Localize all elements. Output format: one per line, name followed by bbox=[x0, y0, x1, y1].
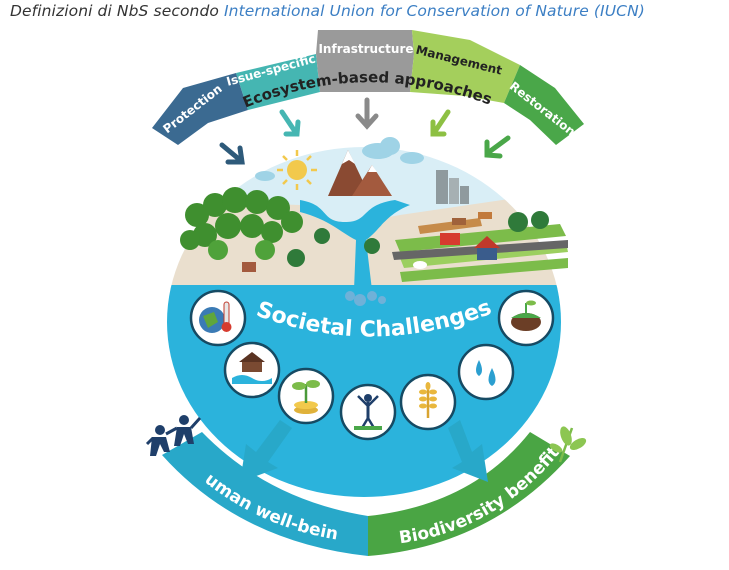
deer-icon bbox=[242, 262, 256, 272]
cow-icon bbox=[452, 218, 466, 225]
arc-infrastructure[interactable] bbox=[316, 30, 414, 92]
arrow-protection-icon bbox=[219, 142, 245, 165]
arrow-restoration-icon bbox=[484, 135, 511, 159]
buildings-icon bbox=[436, 170, 469, 204]
wheat-icon[interactable] bbox=[399, 373, 457, 431]
arc-human-well-being[interactable] bbox=[162, 432, 368, 556]
arrow-to-biodiversity-icon bbox=[448, 420, 488, 482]
caption-prefix: Definizioni di NbS secondo bbox=[10, 2, 225, 20]
cloud-icon bbox=[255, 137, 424, 181]
arrow-to-human-icon bbox=[240, 420, 292, 482]
tractor-icon bbox=[440, 233, 460, 245]
arrow-management-icon bbox=[430, 109, 451, 137]
coral-icon bbox=[345, 291, 386, 306]
caption: Definizioni di NbS secondo International… bbox=[10, 2, 645, 20]
arc-management[interactable] bbox=[410, 30, 520, 103]
arrow-issue-icon bbox=[279, 109, 301, 137]
soil-plant-icon[interactable] bbox=[497, 289, 555, 347]
river bbox=[300, 200, 410, 290]
barn-icon bbox=[474, 236, 500, 260]
leaf-icon bbox=[549, 426, 587, 463]
arc-biodiversity-benefits[interactable] bbox=[368, 432, 570, 556]
iucn-link[interactable]: International Union for Conservation of … bbox=[224, 2, 645, 20]
mangrove-trees bbox=[287, 211, 549, 267]
sheep-icon bbox=[413, 261, 427, 269]
arc-issue-specific[interactable] bbox=[236, 54, 320, 110]
flood-house-icon[interactable] bbox=[223, 341, 281, 399]
outcome-arrows bbox=[240, 420, 488, 482]
challenge-icons bbox=[189, 289, 555, 441]
sun-icon bbox=[277, 150, 317, 190]
label-infrastructure: Infrastructure bbox=[318, 42, 413, 56]
mountains-icon bbox=[328, 150, 392, 196]
approach-arrows bbox=[219, 97, 511, 165]
forest bbox=[180, 187, 303, 260]
plant-coins-icon[interactable] bbox=[277, 367, 335, 425]
arrow-infrastructure-icon bbox=[355, 97, 379, 130]
landscape-scene bbox=[180, 137, 568, 306]
person-icon[interactable] bbox=[339, 383, 397, 441]
arc-protection[interactable] bbox=[152, 73, 248, 145]
arc-restoration[interactable] bbox=[504, 65, 584, 145]
water-drops-icon[interactable] bbox=[457, 343, 515, 401]
people-icon bbox=[145, 415, 202, 456]
thermometer-globe-icon[interactable] bbox=[189, 289, 247, 347]
horse-icon bbox=[478, 212, 492, 219]
